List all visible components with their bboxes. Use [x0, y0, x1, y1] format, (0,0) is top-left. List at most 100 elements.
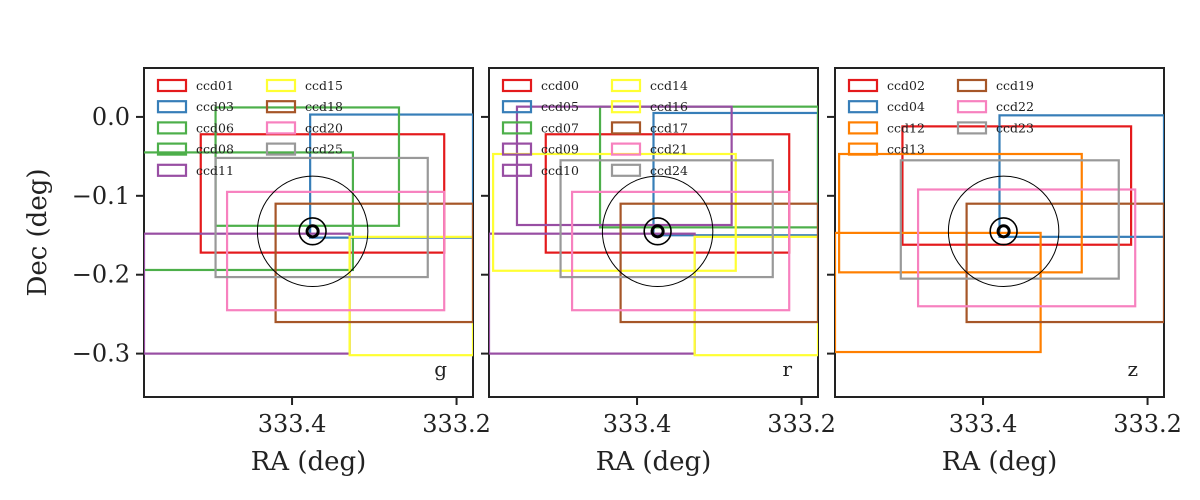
axis-ticks: 333.4 333.2 — [481, 115, 836, 438]
ccd-rect-ccd19 — [965, 202, 1164, 324]
legend-label: ccd02 — [887, 78, 925, 93]
y-tick-label: −0.1 — [72, 182, 130, 210]
legend-label: ccd22 — [996, 99, 1034, 114]
legend-label: ccd04 — [887, 99, 925, 114]
target-circles — [601, 175, 714, 288]
legend-label: ccd12 — [887, 120, 925, 135]
target-circle — [650, 224, 665, 239]
legend-swatch — [265, 78, 297, 93]
legend-label: ccd24 — [650, 163, 688, 178]
target-circle — [305, 224, 320, 239]
legend-swatch — [847, 121, 879, 135]
ccd-rect-ccd18 — [274, 202, 473, 324]
legend-label: ccd00 — [541, 78, 579, 93]
legend-label: ccd15 — [305, 78, 343, 93]
target-circle — [256, 175, 369, 288]
legend-label: ccd25 — [305, 142, 343, 157]
legend-swatch — [156, 163, 188, 177]
target-circle — [989, 217, 1018, 246]
legend-label: ccd01 — [196, 78, 234, 93]
legend-swatch — [156, 121, 188, 135]
x-tick-label: 333.2 — [767, 410, 836, 438]
y-axis-label: Dec (deg) — [23, 168, 53, 296]
legend-label: ccd13 — [887, 142, 925, 157]
ccd-rect-ccd21 — [570, 190, 791, 312]
legend-swatch — [156, 142, 188, 156]
legend-swatch — [610, 163, 642, 177]
x-tick-label: 333.4 — [949, 410, 1018, 438]
legend-swatch — [501, 163, 533, 177]
x-tick-label: 333.2 — [422, 410, 491, 438]
legend-swatch — [501, 142, 533, 156]
legend-label: ccd14 — [650, 78, 688, 93]
legend-swatch — [610, 121, 642, 135]
ccd-footprints — [835, 114, 1164, 354]
legend-label: ccd18 — [305, 99, 343, 114]
ccd-rect-ccd17 — [619, 202, 818, 324]
axis-ticks: 333.4 333.2 0.0 −0.1 −0.2 −0.3 — [72, 103, 491, 438]
legend: ccd01 ccd03 ccd06 ccd08 ccd11 ccd15 ccd18 ccd20… — [156, 78, 343, 178]
legend-swatch — [610, 142, 642, 156]
legend-swatch — [847, 142, 879, 156]
legend-label: ccd03 — [196, 99, 234, 114]
legend-label: ccd21 — [650, 142, 688, 157]
ccd-rect-ccd23 — [899, 159, 1120, 280]
band-label: z — [1127, 357, 1138, 381]
legend-swatch — [501, 78, 533, 93]
legend-label: ccd10 — [541, 163, 579, 178]
y-tick-label: 0.0 — [92, 103, 130, 131]
legend-swatch — [501, 121, 533, 135]
y-tick-label: −0.2 — [72, 261, 130, 289]
legend-label: ccd07 — [541, 120, 579, 135]
legend-swatch — [610, 78, 642, 93]
legend-swatch — [956, 121, 988, 135]
x-axis-label: RA (deg) — [251, 447, 367, 477]
legend-swatch — [956, 78, 988, 93]
legend-label: ccd05 — [541, 99, 579, 114]
ccd-rect-ccd24 — [559, 159, 774, 279]
legend-label: ccd06 — [196, 120, 234, 135]
target-circle — [996, 224, 1011, 239]
legend-swatch — [956, 100, 988, 114]
legend-swatch — [501, 100, 533, 114]
legend-swatch — [847, 100, 879, 114]
legend-swatch — [265, 100, 297, 114]
target-circle — [298, 217, 327, 246]
target-circle — [643, 217, 672, 246]
legend: ccd00 ccd05 ccd07 ccd09 ccd10 ccd14 ccd16 ccd17… — [501, 78, 688, 178]
ccd-rect-ccd02 — [901, 125, 1133, 246]
ccd-footprints — [489, 105, 818, 357]
x-tick-label: 333.4 — [603, 410, 672, 438]
x-tick-label: 333.2 — [1113, 410, 1182, 438]
ccd-rect-ccd12 — [838, 152, 1083, 274]
target-circle — [601, 175, 714, 288]
ccd-rect-ccd22 — [916, 188, 1137, 308]
legend-swatch — [847, 78, 879, 93]
x-axis-label: RA (deg) — [942, 447, 1058, 477]
ccd-rect-ccd25 — [214, 156, 429, 279]
legend-swatch — [610, 100, 642, 114]
legend-label: ccd17 — [650, 120, 688, 135]
target-circle — [947, 175, 1060, 288]
y-tick-label: −0.3 — [72, 340, 130, 368]
legend-label: ccd19 — [996, 78, 1034, 93]
legend-label: ccd20 — [305, 120, 343, 135]
ccd-rect-ccd15 — [348, 235, 473, 357]
axis-ticks: 333.4 333.2 — [827, 115, 1182, 438]
ccd-rect-ccd08 — [144, 151, 355, 272]
legend-swatch — [265, 142, 297, 156]
ccd-rect-ccd14 — [693, 235, 818, 357]
legend-label: ccd09 — [541, 142, 579, 157]
x-tick-label: 333.4 — [258, 410, 327, 438]
legend-label: ccd08 — [196, 142, 234, 157]
legend-label: ccd16 — [650, 99, 688, 114]
panel-r: ccd00 ccd05 ccd07 ccd09 ccd10 ccd14 ccd16 ccd17… — [481, 67, 836, 477]
ccd-footprints — [144, 106, 473, 357]
legend-label: ccd11 — [196, 163, 234, 178]
ccd-rect-ccd20 — [225, 190, 446, 312]
ccd-rect-ccd07 — [598, 105, 818, 229]
target-circles — [256, 175, 369, 288]
